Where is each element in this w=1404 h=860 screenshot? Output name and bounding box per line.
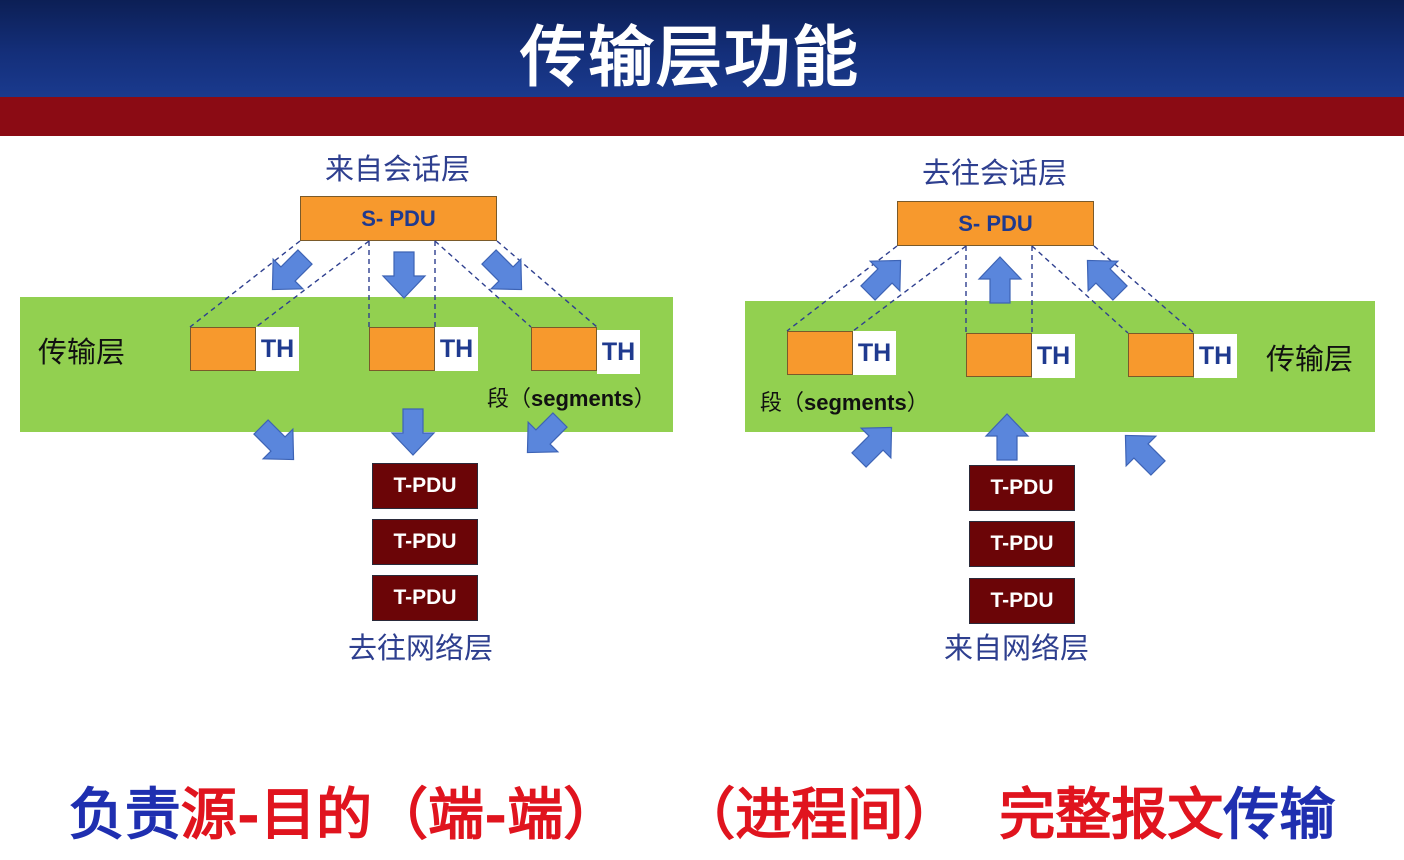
right-th-3: TH bbox=[1194, 334, 1237, 378]
title-accent-strip bbox=[0, 97, 1404, 136]
left-th-1: TH bbox=[256, 327, 299, 371]
right-layer-label: 传输层 bbox=[1266, 342, 1354, 376]
left-tpdu-3: T-PDU bbox=[372, 575, 478, 621]
right-arrow-in-1 bbox=[843, 411, 908, 476]
right-tpdu-3: T-PDU bbox=[969, 578, 1075, 624]
summary-part-2: 源-目的（端-端） bbox=[180, 782, 620, 848]
left-bottom-caption: 去往网络层 bbox=[348, 631, 494, 665]
left-th-3: TH bbox=[597, 330, 640, 374]
right-segment-3 bbox=[1128, 333, 1194, 377]
right-segments-note: 段（segments） bbox=[760, 390, 929, 416]
right-arrow-in-3 bbox=[1109, 419, 1174, 484]
left-th-2: TH bbox=[435, 327, 478, 371]
left-arrow-split-3 bbox=[473, 241, 538, 306]
page-title: 传输层功能 bbox=[520, 19, 860, 96]
right-top-caption: 去往会话层 bbox=[922, 156, 1068, 190]
left-segments-note: 段（segments） bbox=[487, 386, 656, 412]
left-spdu-box: S- PDU bbox=[300, 196, 497, 241]
left-arrow-out-1 bbox=[245, 411, 310, 476]
left-arrow-out-2 bbox=[391, 408, 435, 456]
right-tpdu-2: T-PDU bbox=[969, 521, 1075, 567]
left-layer-label: 传输层 bbox=[38, 335, 126, 369]
summary-part-3: （进程间） bbox=[679, 782, 960, 848]
summary-part-4: 完整报文 bbox=[999, 782, 1224, 848]
right-segment-1 bbox=[787, 331, 853, 375]
left-arrow-split-1 bbox=[256, 241, 321, 306]
left-arrow-out-3 bbox=[511, 404, 576, 469]
right-arrow-in-2 bbox=[985, 413, 1029, 461]
left-dash-line bbox=[434, 240, 532, 328]
left-segment-3 bbox=[531, 327, 597, 371]
left-tpdu-1: T-PDU bbox=[372, 463, 478, 509]
left-segment-1 bbox=[190, 327, 256, 371]
right-th-1: TH bbox=[853, 331, 896, 375]
left-segment-2 bbox=[369, 327, 435, 371]
title-bar: 传输层功能 bbox=[0, 0, 1404, 97]
left-tpdu-2: T-PDU bbox=[372, 519, 478, 565]
left-dash-line bbox=[255, 240, 370, 328]
right-dash-line bbox=[1031, 245, 1129, 334]
summary-sentence: 负责源-目的（端-端） （进程间） 完整报文传输 bbox=[0, 770, 1404, 851]
left-top-caption: 来自会话层 bbox=[325, 152, 471, 186]
right-spdu-box: S- PDU bbox=[897, 201, 1094, 246]
right-segment-2 bbox=[966, 333, 1032, 377]
right-th-2: TH bbox=[1032, 334, 1075, 378]
right-bottom-caption: 来自网络层 bbox=[944, 631, 1090, 665]
right-arrow-merge-1 bbox=[852, 244, 917, 309]
summary-part-1: 负责 bbox=[68, 782, 181, 848]
summary-part-5: 传输 bbox=[1223, 782, 1336, 848]
left-dash-line bbox=[496, 240, 598, 328]
right-arrow-merge-2 bbox=[978, 256, 1022, 304]
right-dash-line bbox=[852, 245, 967, 332]
left-arrow-split-2 bbox=[382, 251, 426, 299]
right-tpdu-1: T-PDU bbox=[969, 465, 1075, 511]
